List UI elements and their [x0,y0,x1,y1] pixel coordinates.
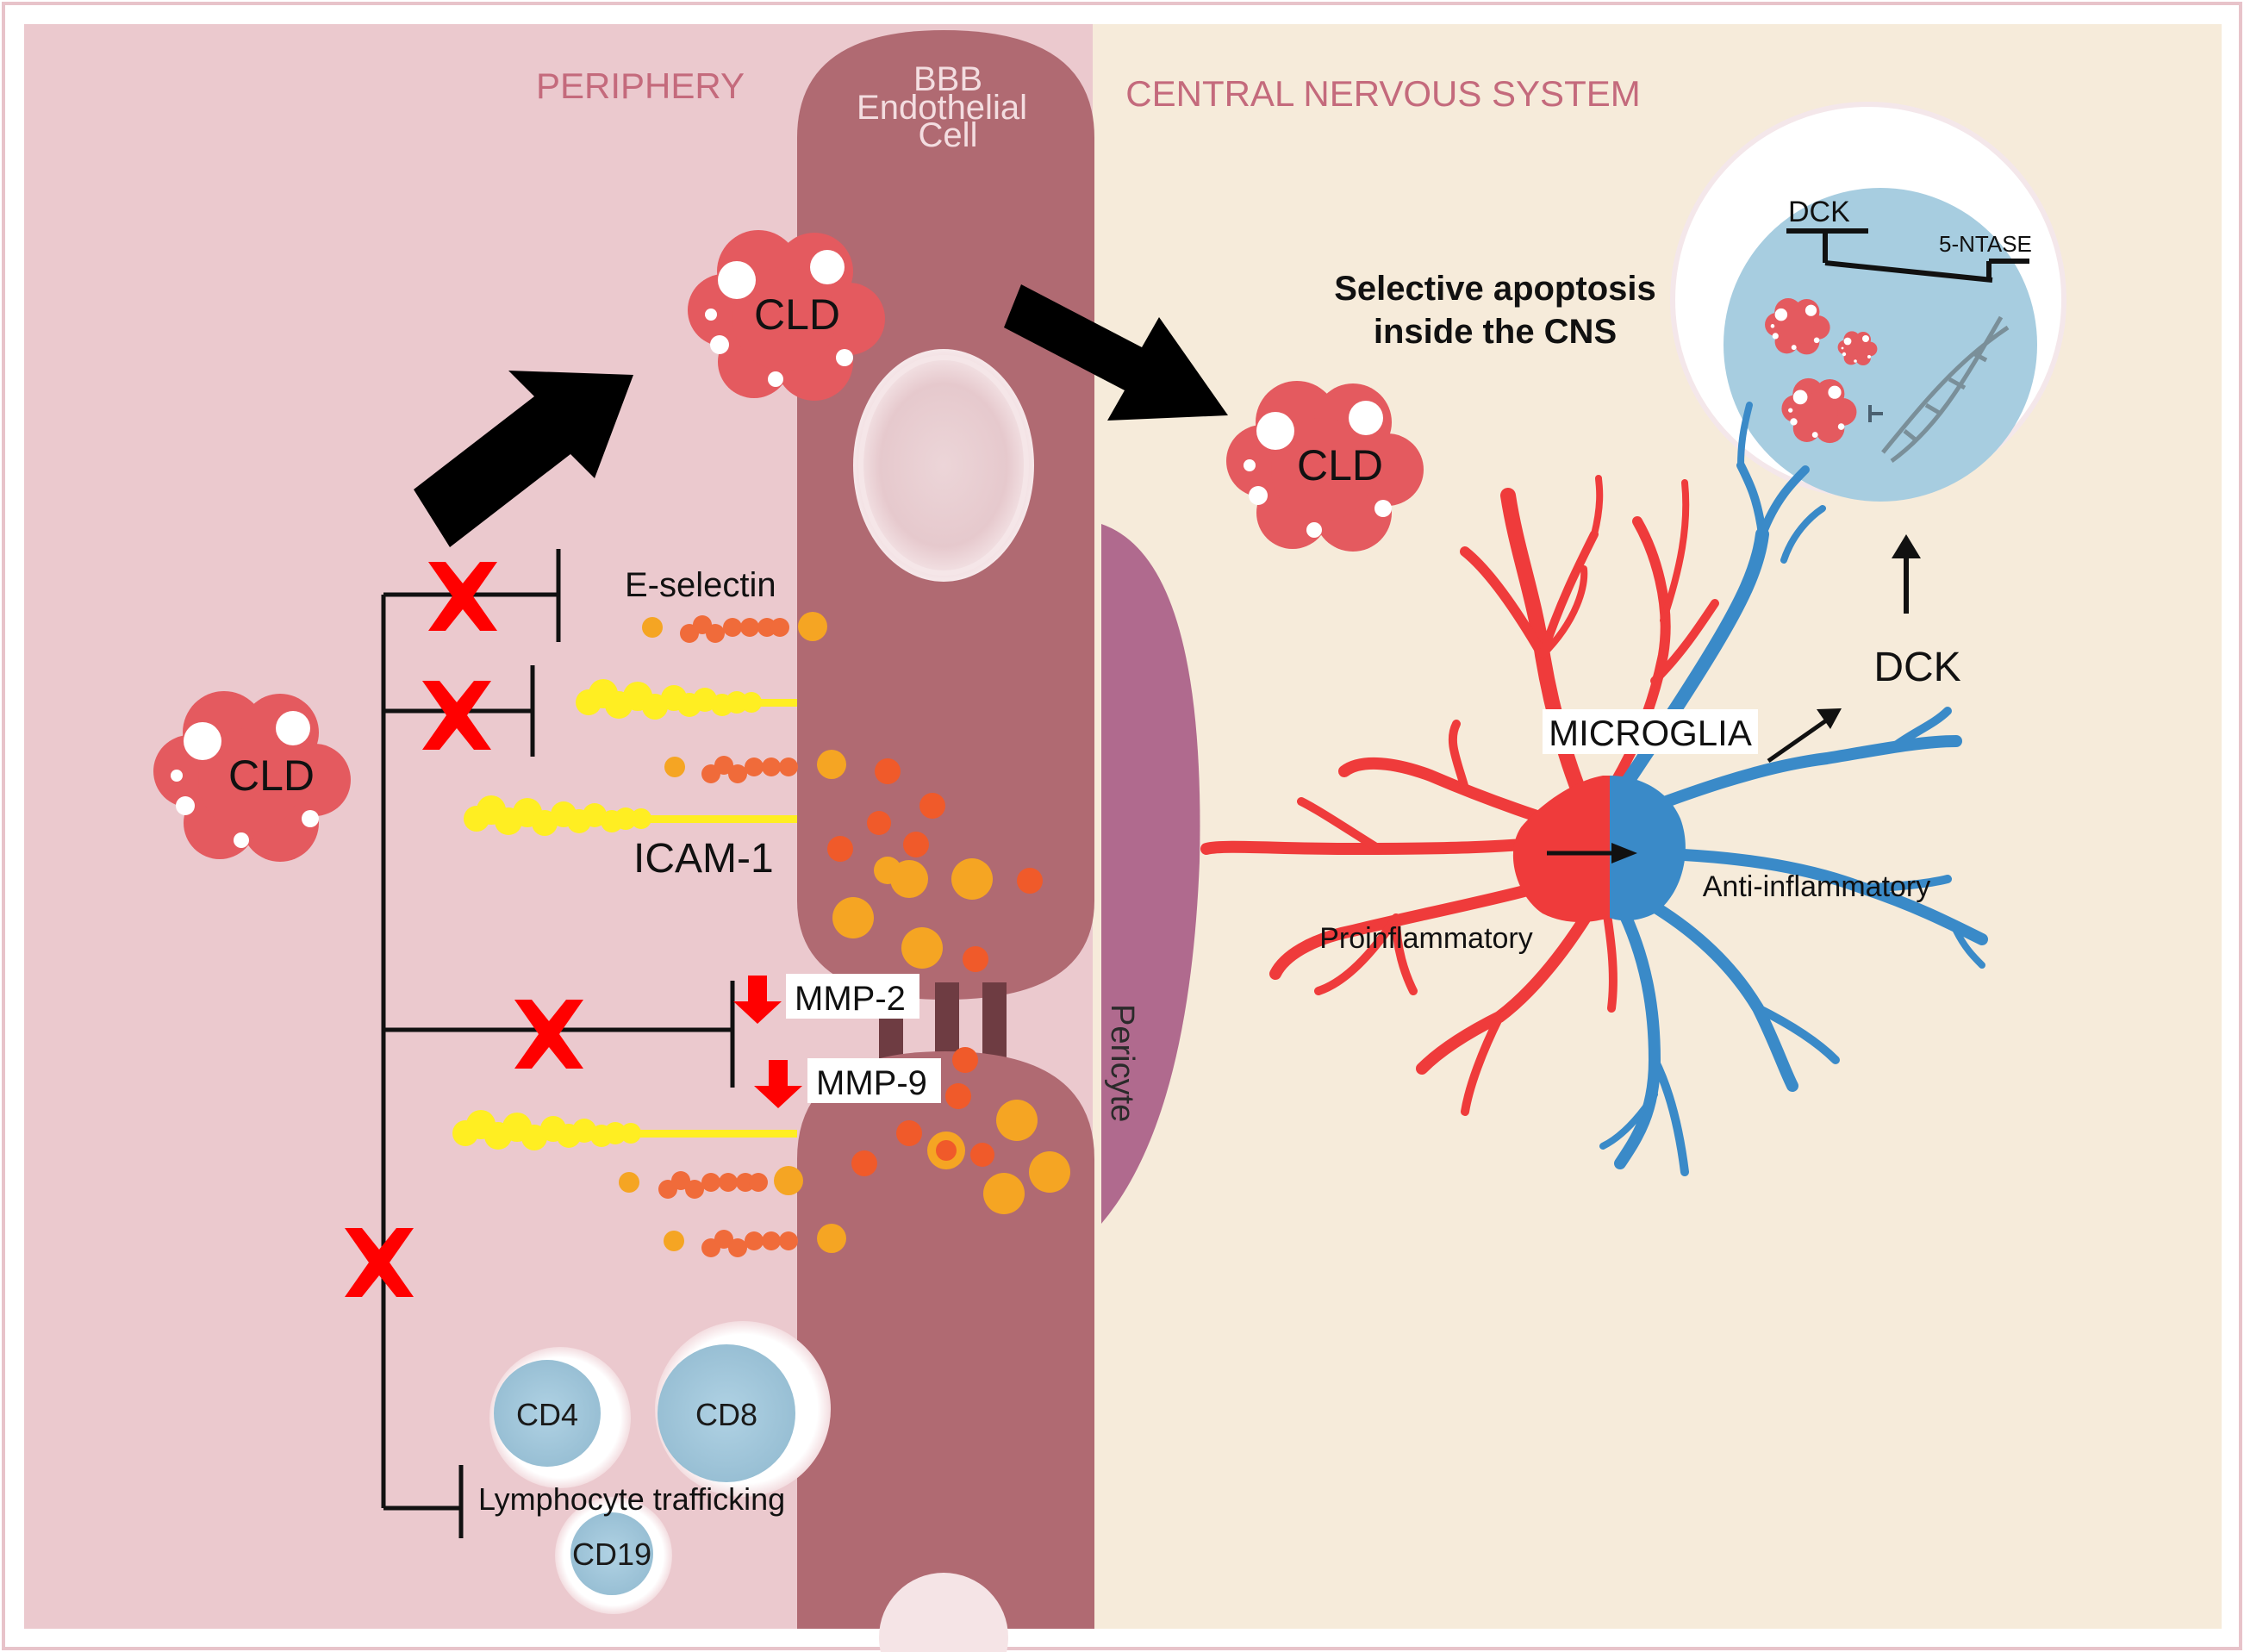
microglia-body-anti [1610,776,1686,921]
periphery-label: PERIPHERY [536,65,745,106]
inhibition-tree [381,549,735,1538]
eselectin-chain [642,612,827,643]
cns-entry-arrow-icon [1004,284,1228,421]
eselectin-label: E-selectin [625,566,776,604]
bbb-label-line1: BBB [913,60,982,98]
cld-label-cns: CLD [1297,441,1383,489]
inhibit-x-mmp-icon [514,1000,583,1069]
icam-chain-orange-1 [664,750,846,783]
dck-inset-label: DCK [1788,196,1850,228]
icam1-label: ICAM-1 [633,836,774,882]
selectin-yellow-chain-1 [576,679,797,720]
mmp9-label: MMP-9 [816,1064,927,1102]
cd8-label: CD8 [695,1397,757,1432]
apoptosis-label-line2: inside the CNS [1374,313,1617,351]
mmp9-down-arrow-icon [754,1060,802,1108]
pericyte [1101,524,1200,1224]
bbb-label-line2: Endothelial [857,89,1027,127]
inhibit-x-eselectin-icon [428,562,497,631]
cld-label-top: CLD [754,290,840,339]
inset-inhibition-lines [1786,228,2029,283]
ntase-inset-label: 5-NTASE [1939,231,2032,257]
endothelial-vacuole [853,349,1034,582]
dna-helix-icon [1881,315,2010,464]
cd19-label: CD19 [572,1537,651,1572]
cd4-label: CD4 [516,1397,578,1432]
pericyte-label: Pericyte [1104,1004,1140,1122]
bbb-label-line3: Cell [919,116,978,154]
anti-inflammatory-label: Anti-inflammatory [1703,870,1931,903]
microglia-proinflammatory [1200,475,1719,1116]
microglia-label: MICROGLIA [1549,713,1752,753]
cld-label-left: CLD [228,751,315,800]
apoptosis-label-line1: Selective apoptosis [1334,270,1655,308]
endothelial-vacuole-lower [879,1573,1008,1652]
mmp2-label: MMP-2 [795,980,906,1018]
icam-yellow-chain [464,795,797,836]
inhibit-x-selectin2-icon [422,681,491,750]
mmp-chain-orange-1 [619,1166,803,1199]
lymphocyte-trafficking-label: Lymphocyte trafficking [478,1481,785,1517]
dck-label: DCK [1873,645,1960,690]
proinflammatory-label: Proinflammatory [1319,922,1533,955]
mmp-yellow-chain [452,1110,797,1150]
inhibit-x-lymphocyte-icon [345,1228,414,1297]
entry-arrow-icon [414,371,633,547]
cns-label: CENTRAL NERVOUS SYSTEM [1125,73,1640,114]
endothelial-particles [827,758,1070,1214]
mmp-chain-orange-2 [664,1224,846,1257]
microglia-anti-inflammatory [1599,402,1988,1176]
mmp2-down-arrow-icon [733,976,782,1024]
microglia-dck-arrow-icon [1767,714,1833,764]
microglia-body-pro [1512,776,1610,922]
